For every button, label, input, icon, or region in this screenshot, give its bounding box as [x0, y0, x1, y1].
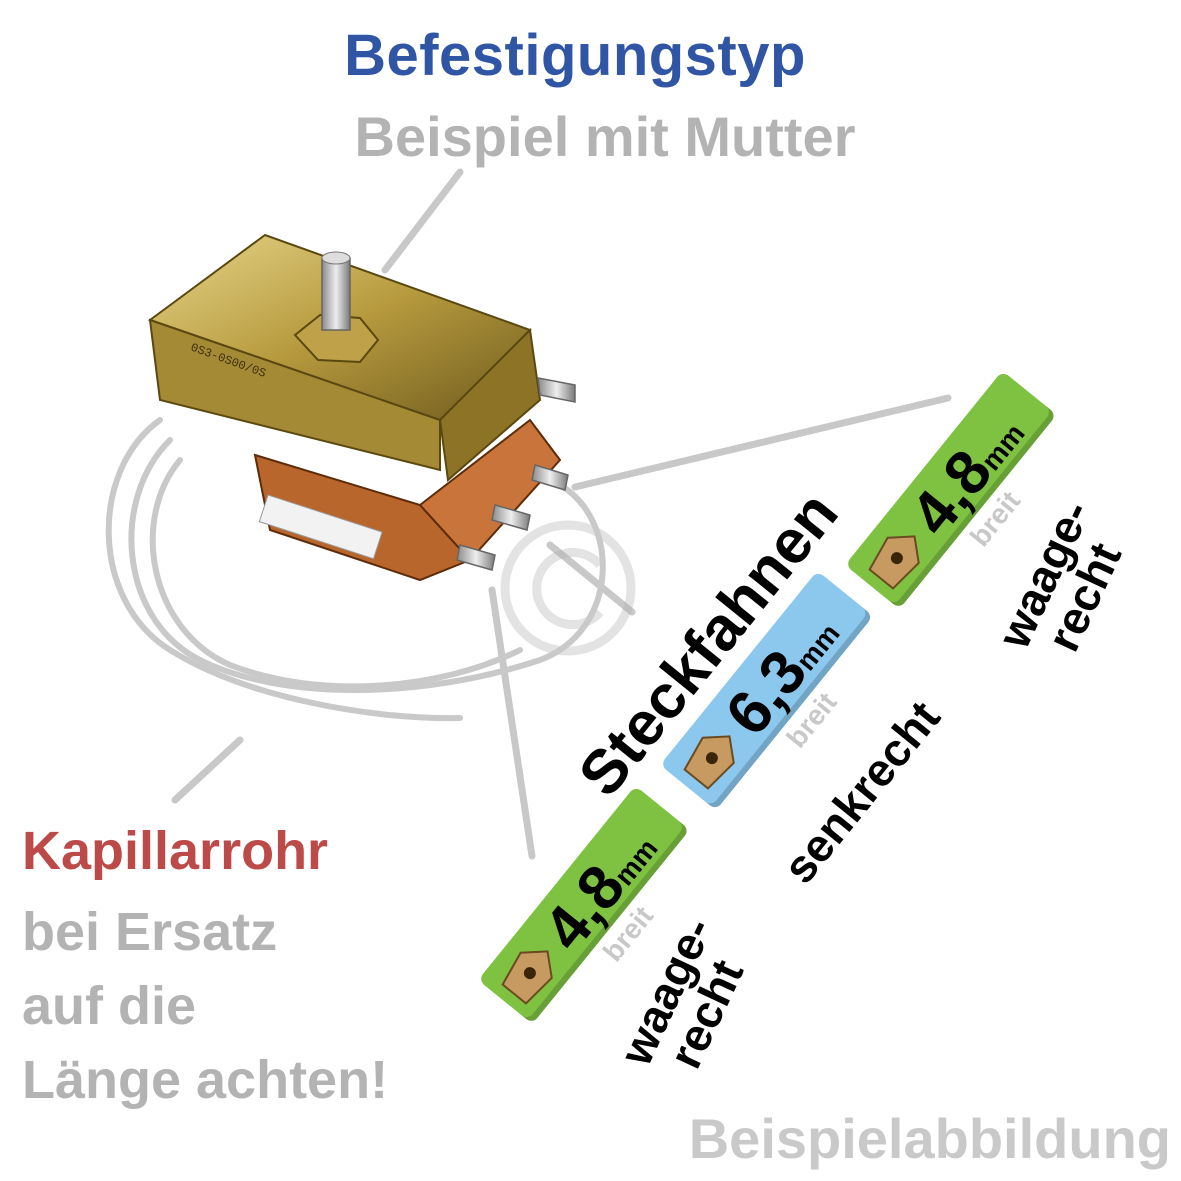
thermostat-photo: 0S3-0S00/0S	[147, 233, 576, 582]
terminal-tab-badge: 6,3mm	[660, 570, 874, 811]
page-title: Befestigungstyp	[344, 23, 806, 88]
callout-lines	[171, 168, 952, 860]
capillary-tube	[105, 417, 606, 722]
terminal-lug-icon	[501, 950, 553, 1005]
capillary-heading: Kapillarrohr	[22, 821, 329, 881]
page-subtitle: Beispiel mit Mutter	[354, 105, 856, 168]
capillary-note-line: auf die	[22, 976, 197, 1036]
copyright-watermark-icon	[500, 520, 636, 656]
footer-caption: Beispielabbildung	[688, 1107, 1171, 1170]
terminal-lug-icon	[683, 735, 735, 790]
capillary-note-line: bei Ersatz	[22, 902, 278, 962]
capillary-note-line: Länge achten!	[22, 1050, 389, 1110]
terminal-tab-badge: 4,8mm	[478, 785, 690, 1025]
capillary-note: bei Ersatz auf die Länge achten!	[22, 895, 388, 1117]
terminal-lug-icon	[868, 535, 920, 590]
terminal-tab-badge: 4,8mm	[845, 370, 1057, 610]
